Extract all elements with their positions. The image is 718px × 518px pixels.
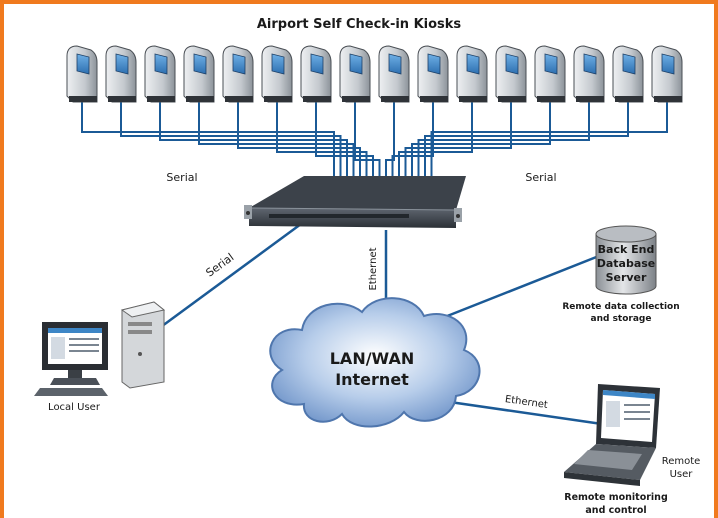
desktop-computer-icon [34, 301, 166, 396]
kiosk-wire [315, 100, 374, 184]
remote-user-label-line2: User [670, 469, 694, 480]
kiosk-wire [404, 100, 512, 184]
cloud-label-line2: Internet [335, 370, 409, 389]
serial-local-line [153, 222, 302, 334]
kiosk-wire [430, 100, 668, 184]
kiosk-icon [573, 45, 605, 103]
db-label-line1: Back End [598, 243, 655, 256]
kiosk-wire [237, 100, 361, 184]
database-cylinder-icon: Back End Database Server [595, 225, 657, 295]
kiosk-wire [398, 100, 473, 184]
db-label-line3: Server [606, 271, 647, 284]
kiosk-row [66, 45, 683, 103]
ethernet-remote-line [435, 398, 603, 426]
kiosk-icon [339, 45, 371, 103]
remote-data-caption-line1: Remote data collection [562, 302, 679, 312]
kiosk-wire [424, 100, 629, 184]
kiosk-icon [300, 45, 332, 103]
kiosk-icon [66, 45, 98, 103]
remote-data-caption-line2: and storage [591, 314, 652, 324]
local-user-label: Local User [48, 402, 101, 413]
device-server-icon [244, 176, 466, 228]
remote-monitor-caption-line1: Remote monitoring [564, 492, 668, 503]
kiosk-icon [456, 45, 488, 103]
kiosk-wire [120, 100, 342, 184]
serial-right-label: Serial [525, 171, 556, 184]
db-label-line2: Database [597, 257, 656, 270]
kiosk-icon [495, 45, 527, 103]
database-line [421, 252, 605, 328]
serial-left-label: Serial [166, 171, 197, 184]
remote-monitor-caption-line2: and control [585, 505, 646, 516]
laptop-icon [564, 384, 660, 486]
cloud-label-line1: LAN/WAN [330, 349, 415, 368]
kiosk-wire [81, 100, 335, 184]
ethernet-remote-label: Ethernet [504, 394, 548, 411]
kiosk-wire [385, 100, 395, 184]
kiosk-icon [105, 45, 137, 103]
kiosk-serial-wires [81, 100, 668, 184]
kiosk-icon [417, 45, 449, 103]
diagram-title: Airport Self Check-in Kiosks [257, 17, 462, 32]
kiosk-icon [144, 45, 176, 103]
kiosk-wire [411, 100, 551, 184]
kiosk-wire [276, 100, 368, 184]
kiosk-icon [378, 45, 410, 103]
kiosk-icon [222, 45, 254, 103]
kiosk-icon [651, 45, 683, 103]
network-cloud-icon: LAN/WAN Internet [269, 297, 481, 428]
kiosk-icon [612, 45, 644, 103]
network-diagram: Airport Self Check-in Kiosks Serial Seri… [34, 17, 701, 516]
remote-user-label-line1: Remote [662, 456, 701, 467]
kiosk-wire [417, 100, 590, 184]
ethernet-vertical-label: Ethernet [368, 247, 379, 290]
kiosk-wire [354, 100, 381, 184]
connection-lines [153, 222, 605, 426]
kiosk-wire [159, 100, 348, 184]
kiosk-icon [261, 45, 293, 103]
kiosk-icon [183, 45, 215, 103]
kiosk-icon [534, 45, 566, 103]
